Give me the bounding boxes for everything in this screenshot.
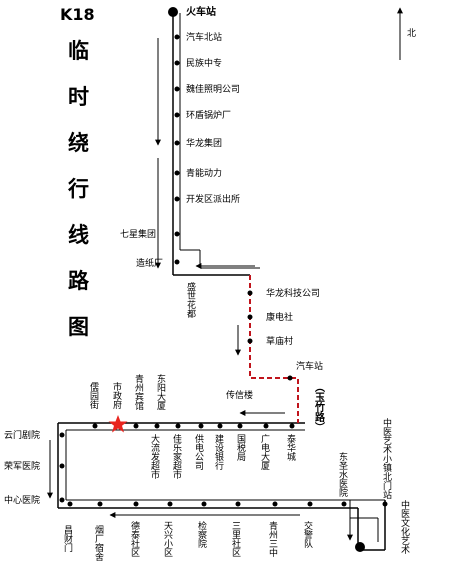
stop-label: 大流发超市 [149,433,160,480]
star-icon [108,415,128,433]
stop-label: 草庙村 [266,335,293,347]
route-title: 临 时 绕 行 线 路 图 [67,39,90,339]
stop-label: 儒园街 [88,381,99,410]
stop-label: 交警队 [302,520,313,549]
stop-label: 市政府 [111,381,122,410]
stop-label: 东圣水医院 [337,451,348,498]
stop-dots [59,7,388,552]
stop-label: 开发区派出所 [186,193,240,205]
stop-label: 康电社 [266,311,293,323]
stop-label: 泰华城 [285,433,296,462]
stop-label: 建设银行 [213,433,224,471]
stop-label: 荣军医院 [4,460,40,472]
stop-label: 检察院 [196,520,207,549]
stop-label: 七星集团 [120,228,156,240]
stop-label: 三里社区 [230,521,241,557]
title-char: 行 [67,177,89,201]
stop-label: 青州三中 [267,520,278,558]
stop-label: 环盾锅炉厂 [186,109,231,121]
title-char: 线 [68,223,89,247]
title-char: 临 [68,39,89,63]
stop-label: 国税局 [235,434,246,462]
route-code: K18 [60,5,95,24]
stop-label: 青州宾馆 [133,373,144,411]
north-arrow-icon: 北 [397,7,416,60]
stop-label: 天兴小区 [162,521,173,557]
stop-label: 华龙集团 [186,137,222,149]
stop-label: 民族中专 [186,57,222,69]
stop-label: 中心医院 [4,494,40,506]
road-label: （玉竹路） [313,382,326,432]
north-label: 北 [407,28,416,39]
stop-label: 供电公司 [193,433,204,470]
title-char: 图 [68,315,89,339]
stop-label: 中医艺术小镇北门站 [381,417,392,500]
stop-label-terminal: 火车站 [186,5,216,18]
stop-label: 造纸厂 [136,257,163,269]
stop-label: 云门剧院 [4,429,40,441]
stop-label: 汽车北站 [186,31,222,43]
stop-label: 盛世花都 [185,281,196,319]
stop-label: 华龙科技公司 [266,287,320,299]
stop-label: 烟厂宿舍 [93,524,104,562]
title-char: 时 [68,85,89,109]
terminal-stop-dot [168,7,178,17]
stop-label: 东阳大厦 [155,373,166,410]
stop-label: 德泰社区 [129,520,140,557]
stop-label: 青能动力 [186,167,222,179]
end-stop-dot [355,542,365,552]
stop-label: 魏佳照明公司 [186,83,240,95]
stop-label: 广电大厦 [259,433,270,470]
detour-line [249,275,299,423]
title-char: 绕 [68,131,89,155]
title-char: 路 [68,269,90,293]
stop-label: 佳乐家超市 [171,433,182,480]
direction-arrows [47,38,353,541]
stop-label: 汽车站 [296,360,323,372]
stop-label: 昌财门 [62,525,73,553]
stop-label: 中医文化艺术 [399,499,410,555]
stop-label: 传信楼 [226,389,253,401]
